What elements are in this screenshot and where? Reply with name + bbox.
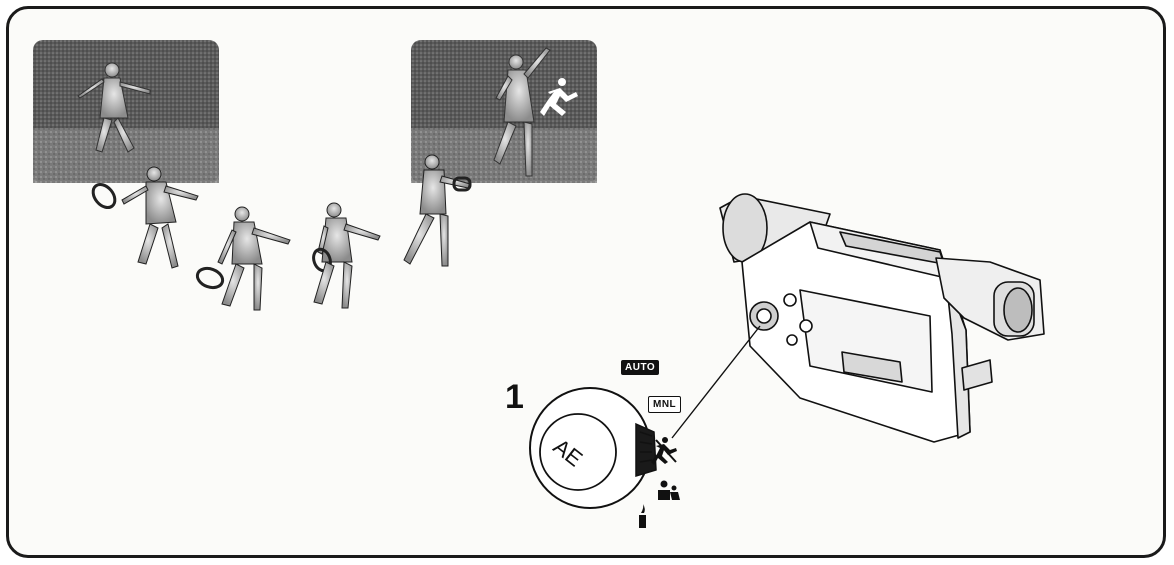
low-light-mode-icon xyxy=(639,504,646,528)
dial-grip-ridges xyxy=(636,424,656,476)
camcorder xyxy=(720,194,1044,442)
portrait-mode-icon xyxy=(658,481,680,501)
step-number: 1 xyxy=(505,378,524,417)
leader-line xyxy=(672,326,760,438)
mode-manual-badge: MNL xyxy=(648,396,681,413)
player-figure-2 xyxy=(195,207,290,310)
player-figure-3 xyxy=(311,203,380,308)
photo-normal-mode xyxy=(33,40,219,183)
mode-auto-badge: AUTO xyxy=(621,360,659,375)
